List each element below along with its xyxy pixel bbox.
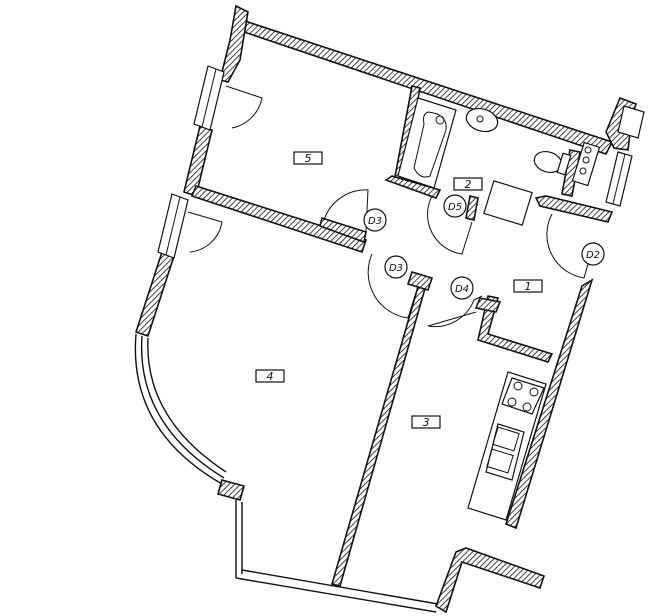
wall-balcony-stub xyxy=(217,479,245,501)
door-d4-text: D4 xyxy=(455,284,469,295)
room-1-number: 1 xyxy=(525,280,532,293)
window-room-4 xyxy=(157,193,223,259)
wall-bottom-right xyxy=(435,547,546,614)
room-label-2: 2 xyxy=(453,177,483,191)
door-swing-d3-upper xyxy=(323,189,369,233)
toilet xyxy=(533,150,572,176)
door-label-d3-upper: D3 xyxy=(363,208,387,232)
wall-bath-bottom xyxy=(384,175,442,199)
washbasin xyxy=(465,107,499,133)
wall-4-3-top xyxy=(406,271,434,291)
room-label-1: 1 xyxy=(513,279,543,293)
door-swing-d5 xyxy=(427,195,473,255)
wall-left-mid xyxy=(183,124,213,198)
room-4-number: 4 xyxy=(267,370,274,383)
door-label-d3-lower: D3 xyxy=(384,255,408,279)
door-d3-lower-text: D3 xyxy=(389,263,403,274)
wall-corridor xyxy=(477,295,554,363)
wall-5-4 xyxy=(190,185,368,254)
bathtub xyxy=(397,97,457,189)
glazing-bottom xyxy=(235,577,437,613)
door-label-d4: D4 xyxy=(450,276,474,300)
room-5-number: 5 xyxy=(305,152,312,165)
bay-window-mid xyxy=(140,335,225,479)
door-d3-upper-text: D3 xyxy=(368,216,382,227)
door-d2-text: D2 xyxy=(586,250,600,261)
room-label-4: 4 xyxy=(255,369,285,383)
door-label-d2: D2 xyxy=(581,242,605,266)
door-label-d5: D5 xyxy=(443,194,467,218)
kitchen-sink xyxy=(485,423,525,481)
boiler-unit xyxy=(571,141,601,187)
glazing-bottom-inner xyxy=(241,569,439,605)
room-3-number: 3 xyxy=(423,416,430,429)
door-swing-d2 xyxy=(546,213,595,279)
wall-left-lower xyxy=(134,250,176,338)
stove xyxy=(501,377,545,415)
wall-bath-bottom-right xyxy=(534,195,614,223)
wall-bath-right xyxy=(465,195,479,221)
door-d5-text: D5 xyxy=(448,202,462,213)
bay-window-outer xyxy=(134,333,223,485)
bay-window-inner xyxy=(147,337,227,473)
door-swing-d4 xyxy=(427,295,483,328)
wall-right xyxy=(505,278,594,530)
window-room-5 xyxy=(193,65,263,131)
window-right xyxy=(605,105,645,207)
room-label-5: 5 xyxy=(293,151,323,165)
wall-4-3 xyxy=(331,276,430,587)
room-2-number: 2 xyxy=(465,178,472,191)
room-label-3: 3 xyxy=(411,415,441,429)
wall-left-upper xyxy=(219,4,249,83)
wall-kitchen xyxy=(474,297,502,313)
utility-cabinet xyxy=(483,180,533,226)
door-swing-d3-lower xyxy=(367,253,419,319)
wall-bath-right-vertical xyxy=(561,149,581,197)
